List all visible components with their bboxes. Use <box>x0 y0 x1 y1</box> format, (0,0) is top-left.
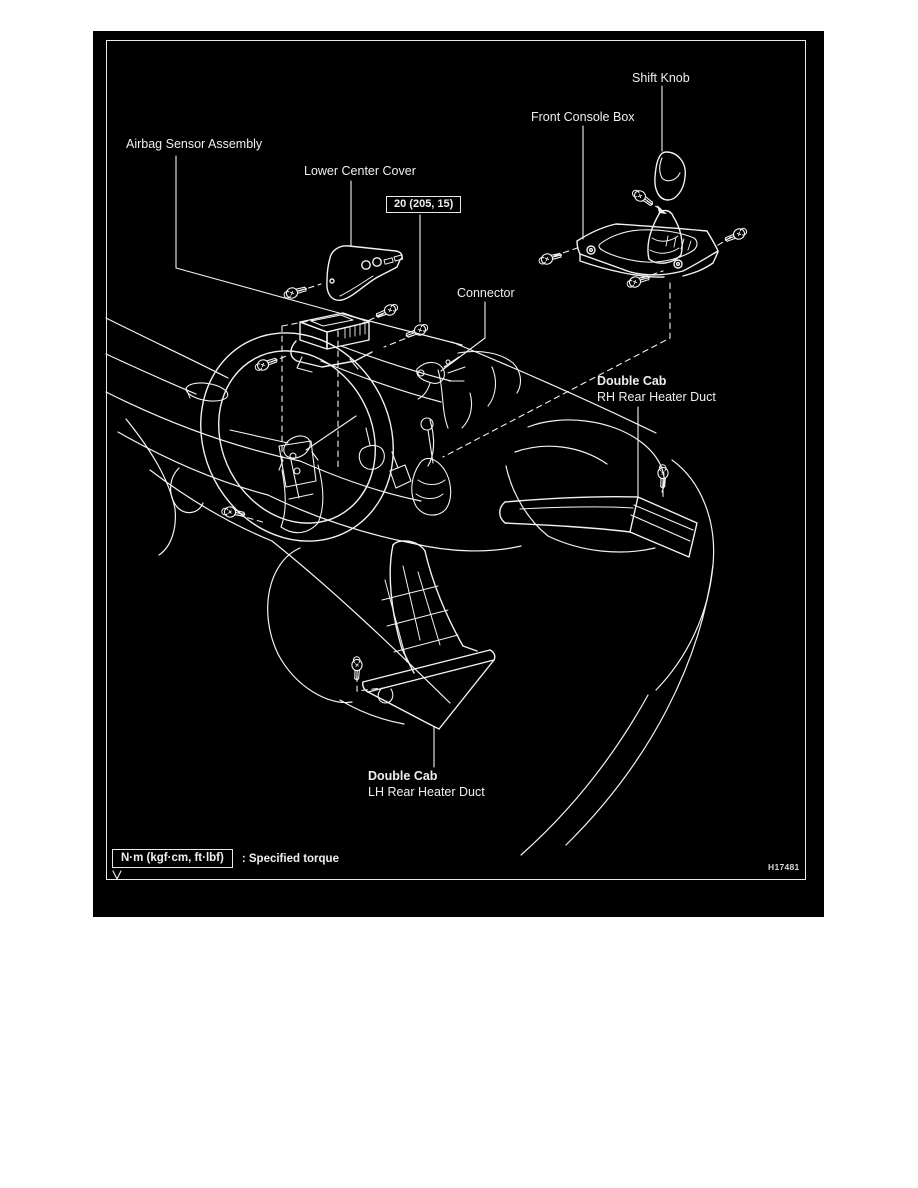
screw-icon <box>373 301 401 322</box>
airbag-sensor-leader <box>175 155 351 317</box>
rh-duct-label-line2: RH Rear Heater Duct <box>597 390 716 404</box>
screw-icon <box>351 656 363 681</box>
connector-leader <box>440 301 486 372</box>
torque-legend-symbol: N·m (kgf·cm, ft·lbf) <box>112 849 233 868</box>
diagram-background <box>93 31 824 917</box>
shift-knob-art <box>654 151 686 201</box>
seat-cab-art <box>505 419 715 856</box>
heater-unit-art <box>437 350 522 429</box>
sensor-bracket-art <box>278 440 319 488</box>
label-leader-lines <box>112 85 663 880</box>
lh-rear-heater-duct-art <box>362 540 496 730</box>
floor-shifter-art <box>411 417 452 516</box>
connector-art <box>416 356 466 400</box>
floor-tunnel-art <box>267 419 522 725</box>
screws <box>220 186 750 681</box>
airbag-sensor-assembly-label: Airbag Sensor Assembly <box>126 137 263 151</box>
torque-legend-meaning: : Specified torque <box>241 852 339 865</box>
lh-duct-label-line1: Double Cab <box>368 769 438 783</box>
screw-icon <box>536 249 564 267</box>
screw-icon <box>281 282 309 302</box>
lh-duct-label-line2: LH Rear Heater Duct <box>368 785 485 799</box>
connector-label: Connector <box>457 286 515 300</box>
pedals-art <box>358 427 412 489</box>
lower-center-cover-label: Lower Center Cover <box>304 164 416 178</box>
torque-spec-box: 20 (205, 15) <box>386 196 462 213</box>
drawing-number: H17481 <box>768 862 800 872</box>
lh-duct-label: Double Cab LH Rear Heater Duct <box>368 768 485 800</box>
torque-legend: N·m (kgf·cm, ft·lbf) : Specified torque <box>112 849 339 868</box>
front-console-box-label: Front Console Box <box>531 110 635 124</box>
dashboard-lines-art <box>105 315 657 556</box>
screw-icon <box>629 186 657 210</box>
assembly-arrowhead <box>657 205 667 214</box>
rh-duct-label: Double Cab RH Rear Heater Duct <box>597 373 716 405</box>
rh-rear-heater-duct-art <box>499 496 698 558</box>
shift-boot-art <box>647 209 683 264</box>
legend-arrow <box>112 870 122 880</box>
airbag-sensor-assembly-art <box>290 312 373 373</box>
screw-icon <box>722 225 750 246</box>
shift-knob-label: Shift Knob <box>632 71 690 85</box>
diagram-border-frame <box>106 40 806 880</box>
rh-duct-label-line1: Double Cab <box>597 374 667 388</box>
screw-icon <box>657 464 669 489</box>
screw-icon <box>220 505 247 520</box>
lower-center-cover-art <box>326 245 404 301</box>
steering-wheel-art <box>185 332 394 542</box>
front-console-box-art <box>576 223 719 278</box>
